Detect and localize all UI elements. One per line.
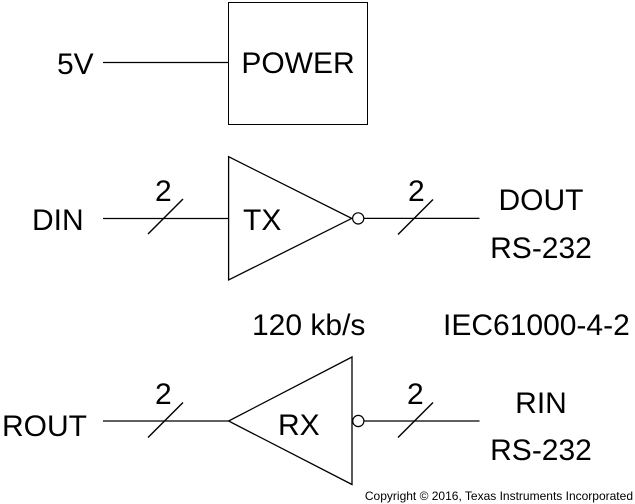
data-rate-label: 120 kb/s	[252, 309, 366, 342]
din-bus-slash-icon	[147, 198, 184, 235]
tx-block-label: TX	[243, 204, 282, 237]
rx-inverter-bubble-icon	[352, 414, 365, 428]
rin-bus-width-label: 2	[407, 378, 424, 411]
rx-block-label: RX	[278, 409, 320, 442]
power-block: POWER	[228, 2, 368, 125]
din-label: DIN	[32, 204, 84, 237]
rout-bus-slash-icon	[147, 402, 184, 438]
dout-label: DOUT	[498, 184, 584, 217]
din-bus-width-label: 2	[155, 175, 172, 208]
rin-standard-label: RS-232	[490, 434, 592, 467]
rin-bus-slash-icon	[397, 402, 434, 438]
tx-buffer-icon	[227, 155, 354, 282]
supply-voltage-label: 5V	[57, 48, 94, 81]
dout-bus-slash-icon	[397, 199, 434, 235]
rx-buffer-icon	[227, 355, 353, 486]
tx-inverter-bubble-icon	[352, 212, 365, 225]
esd-standard-label: IEC61000-4-2	[443, 309, 630, 342]
dout-standard-label: RS-232	[490, 232, 592, 265]
power-block-label: POWER	[241, 46, 355, 80]
rout-label: ROUT	[2, 410, 87, 443]
rout-bus-width-label: 2	[155, 378, 172, 411]
dout-bus-width-label: 2	[408, 175, 425, 208]
copyright-notice: Copyright © 2016, Texas Instruments Inco…	[364, 489, 633, 503]
rin-label: RIN	[515, 387, 567, 420]
